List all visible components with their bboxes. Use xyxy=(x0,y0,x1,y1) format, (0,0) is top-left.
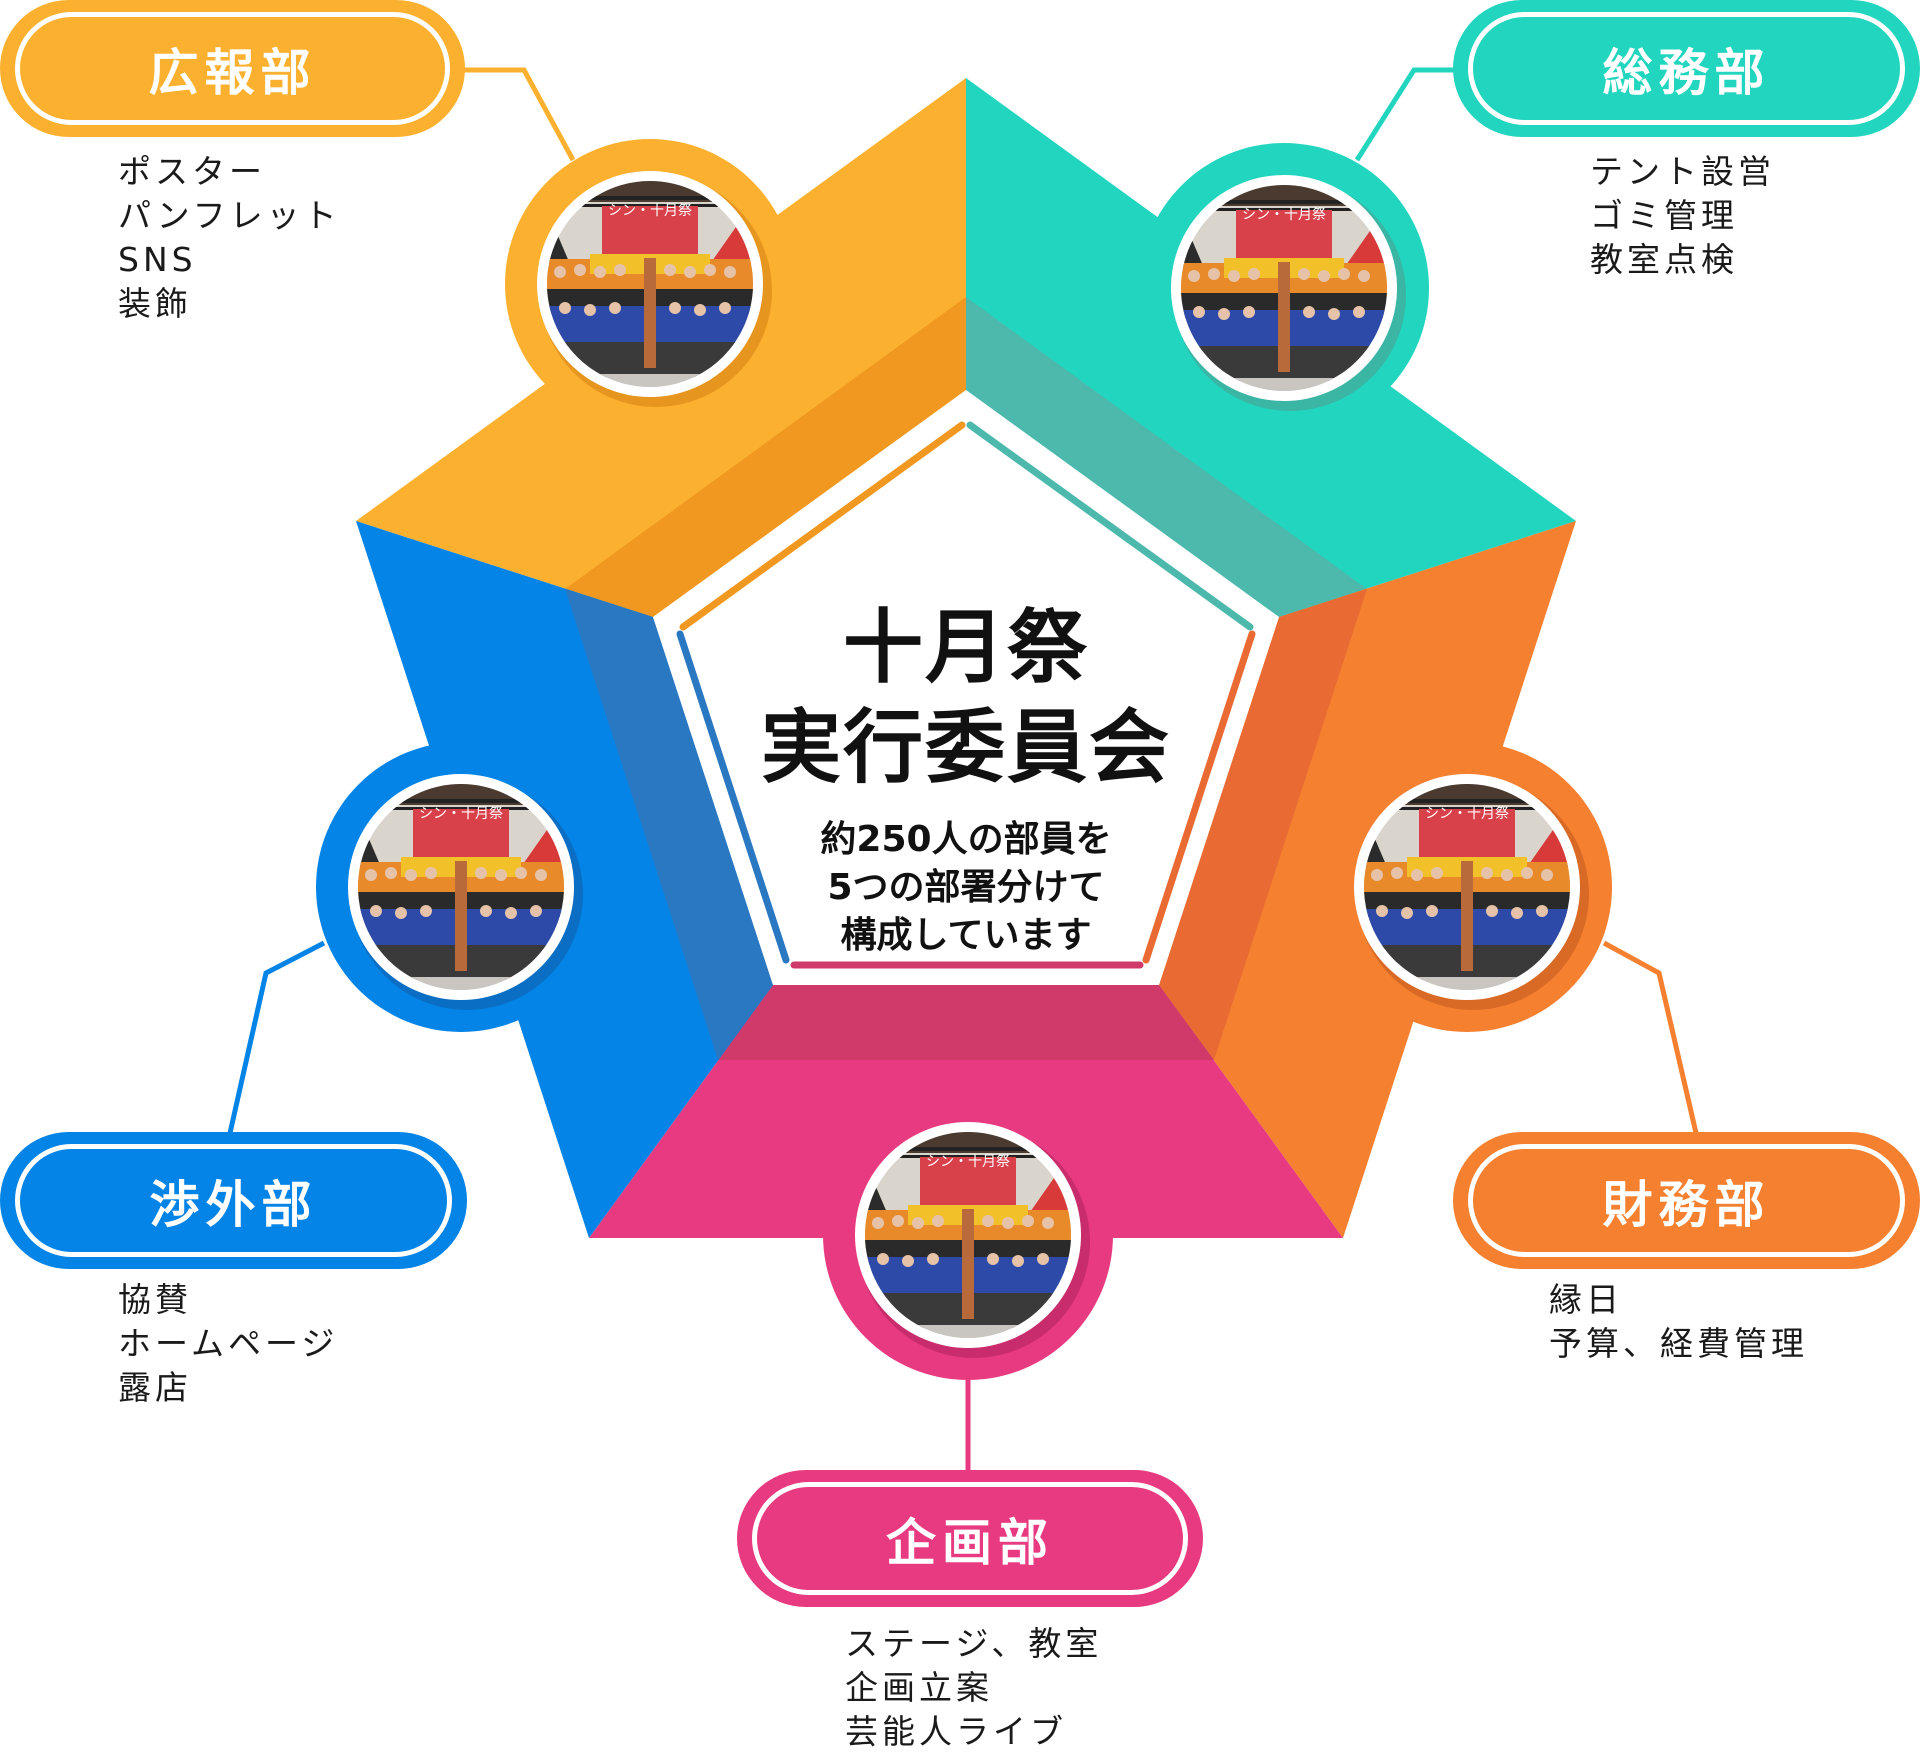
duty-item: ステージ、教室 xyxy=(845,1624,1103,1663)
duty-item: ホームページ xyxy=(118,1324,339,1363)
photo-circle-somu xyxy=(1139,143,1429,433)
dept-pill-koho[interactable]: 広報部 xyxy=(0,0,465,137)
duties-kikaku: ステージ、教室 企画立案 芸能人ライブ xyxy=(845,1622,1102,1754)
duties-zaimu: 縁日 予算、経費管理 xyxy=(1549,1278,1808,1366)
duty-item: 装飾 xyxy=(118,284,192,323)
segment-koho-band xyxy=(565,297,966,617)
segment-kikaku-band xyxy=(718,985,1214,1060)
duty-item: テント設営 xyxy=(1590,152,1775,191)
center-title-line1: 十月祭 xyxy=(843,601,1089,694)
photo-circle-zaimu xyxy=(1322,742,1612,1032)
center-subtitle-line1: 約250人の部員を xyxy=(820,819,1112,860)
connector-shogai xyxy=(227,940,326,1134)
center-subtitle-line2: 5つの部署分けて xyxy=(827,867,1105,908)
duties-koho: ポスター パンフレット SNS 装飾 xyxy=(118,150,341,326)
duty-item: 縁日 xyxy=(1549,1280,1623,1319)
dept-name-koho: 広報部 xyxy=(148,43,317,102)
duty-item: 予算、経費管理 xyxy=(1549,1324,1808,1363)
connector-zaimu xyxy=(1602,940,1699,1134)
segment-zaimu-band xyxy=(1159,589,1367,1060)
photo-circle-kikaku xyxy=(823,1090,1113,1380)
center-outline xyxy=(676,421,1256,969)
photo-banner-koho: シン・十月祭 xyxy=(608,203,692,219)
photo-banner-kikaku: シン・十月祭 xyxy=(926,1154,1010,1170)
pill-border xyxy=(15,12,450,125)
pill-border xyxy=(1468,12,1905,125)
dept-name-zaimu: 財務部 xyxy=(1602,1175,1771,1234)
pill-border xyxy=(1468,1144,1905,1257)
center-subtitle-line3: 構成しています xyxy=(840,915,1092,956)
photo-circle-shogai xyxy=(316,742,606,1032)
duty-item: 教室点検 xyxy=(1590,240,1738,279)
dept-pill-zaimu[interactable]: 財務部 xyxy=(1453,1132,1920,1269)
duty-item: パンフレット xyxy=(118,196,341,235)
dept-pill-shogai[interactable]: 渉外部 xyxy=(0,1132,467,1269)
connector-somu xyxy=(1354,67,1455,162)
dept-name-shogai: 渉外部 xyxy=(149,1175,318,1234)
dept-pill-somu[interactable]: 総務部 xyxy=(1453,0,1920,137)
pill-border xyxy=(752,1482,1188,1595)
duties-shogai: 協賛 ホームページ 露店 xyxy=(118,1278,338,1410)
duty-item: 露店 xyxy=(118,1368,192,1407)
pill-border xyxy=(15,1144,452,1257)
center-title-block: 十月祭 実行委員会 約250人の部員を 5つの部署分けて 構成しています xyxy=(700,598,1232,960)
photo-banner-shogai: シン・十月祭 xyxy=(419,806,503,822)
connector-koho xyxy=(463,67,576,162)
photo-banner-zaimu: シン・十月祭 xyxy=(1425,806,1509,822)
segment-somu-band xyxy=(966,297,1367,617)
duty-item: 協賛 xyxy=(118,1280,192,1319)
dept-name-somu: 総務部 xyxy=(1602,43,1771,102)
duty-item: ポスター xyxy=(118,152,266,191)
center-title-line2: 実行委員会 xyxy=(761,701,1171,794)
dept-pill-kikaku[interactable]: 企画部 xyxy=(737,1470,1203,1607)
duty-item: SNS xyxy=(118,240,197,279)
photo-circle-koho xyxy=(505,139,795,429)
duty-item: ゴミ管理 xyxy=(1590,196,1738,235)
duty-item: 企画立案 xyxy=(845,1668,993,1707)
photo-banner-somu: シン・十月祭 xyxy=(1242,207,1326,223)
dept-name-kikaku: 企画部 xyxy=(886,1513,1054,1572)
segment-shogai-band xyxy=(565,589,773,1060)
duties-somu: テント設営 ゴミ管理 教室点検 xyxy=(1590,150,1775,282)
duty-item: 芸能人ライブ xyxy=(845,1712,1067,1751)
